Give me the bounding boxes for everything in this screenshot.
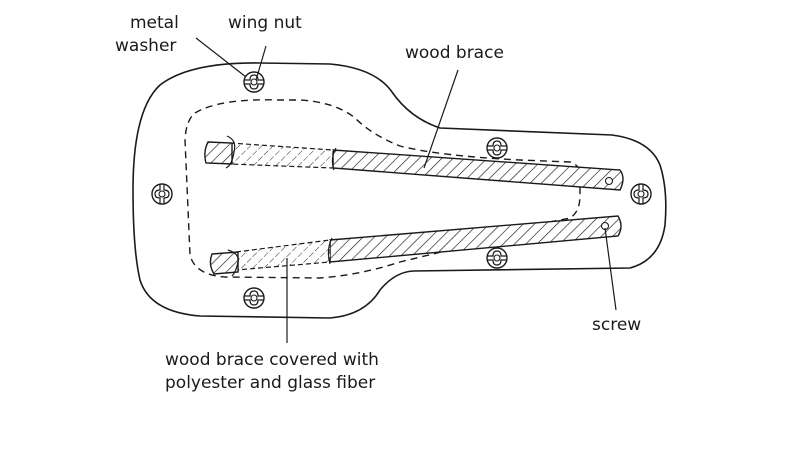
upper-covered-brace: [229, 142, 334, 169]
wing-nut-top-icon: [243, 71, 265, 93]
lower-wrap-edge-left: [227, 249, 239, 277]
wood-brace-leader: [423, 69, 459, 169]
lower-wood-brace: [329, 215, 622, 263]
upper-brace-left-end: [204, 141, 233, 165]
plate-outline: [132, 62, 667, 319]
reinforcement-outline: [184, 99, 581, 279]
upper-wrap-edge-left: [225, 135, 236, 169]
wing-nut-left-icon: [151, 183, 173, 205]
upper-wrap-edge-right: [331, 147, 337, 171]
wing-nut-right-icon: [630, 183, 652, 205]
label-screw: screw: [592, 315, 641, 335]
wing-nut-mid-upper-icon: [486, 137, 508, 159]
upper-wood-brace: [332, 149, 624, 191]
metal-washer-leader: [195, 37, 247, 78]
wing-nut-bottom-icon: [243, 287, 265, 309]
label-wood-brace: wood brace: [405, 43, 504, 63]
lower-wrap-edge-right: [327, 237, 333, 265]
lower-covered-brace: [235, 239, 331, 271]
lower-brace-left-end: [209, 251, 239, 275]
label-metal-washer-line2: washer: [115, 36, 176, 56]
label-covered-brace-line1: wood brace covered with: [165, 350, 379, 370]
label-covered-brace-line2: polyester and glass fiber: [165, 373, 375, 393]
screw-leader: [604, 227, 617, 311]
upper-screw-icon: [604, 176, 614, 186]
label-wing-nut: wing nut: [228, 13, 302, 33]
wing-nut-mid-lower-icon: [486, 247, 508, 269]
wing-nut-leader: [255, 45, 267, 81]
label-metal-washer-line1: metal: [130, 13, 179, 33]
